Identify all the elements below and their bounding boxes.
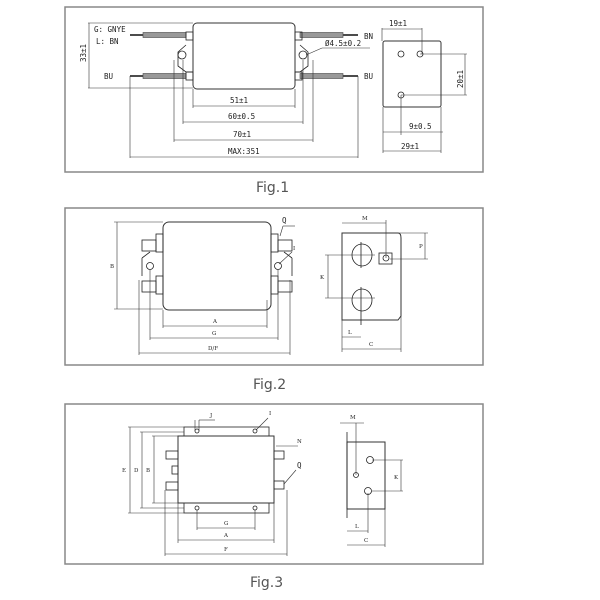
dim-51: 51±1	[230, 96, 248, 105]
dim-max: MAX:351	[228, 147, 260, 156]
label-bu-right: BU	[364, 72, 373, 81]
dim-e: E	[122, 468, 126, 474]
dim-side-19: 19±1	[389, 19, 407, 28]
label-j: J	[209, 413, 212, 419]
label-i: I	[293, 246, 295, 252]
label-bu-left: BU	[104, 72, 113, 81]
filter-body	[177, 435, 275, 504]
dim-c: C	[364, 538, 368, 544]
wire-legend-l: L: BN	[96, 37, 119, 46]
wire-legend-g: G: GNYE	[94, 25, 126, 34]
side-view	[382, 40, 442, 108]
label-q: Q	[282, 216, 287, 225]
dim-k: K	[320, 275, 325, 281]
dim-l: L	[355, 524, 359, 530]
fig3-drawing: E D B J I N Q G A F M K L C Fig.3	[64, 403, 484, 591]
dim-b: B	[146, 468, 150, 474]
dim-b: B	[110, 264, 114, 270]
dim-g: G	[224, 521, 228, 527]
dim-side-29: 29±1	[401, 142, 419, 151]
dim-height: 33±1	[79, 44, 88, 62]
fig2-drawing: B Q I A G D/F M P K L C Fig.2	[64, 207, 484, 393]
label-q: Q	[297, 461, 302, 470]
dim-d: D	[134, 468, 139, 474]
filter-body	[162, 221, 272, 311]
dim-p: P	[419, 244, 423, 250]
label-bn: BN	[364, 32, 373, 41]
dim-a: A	[212, 319, 218, 325]
label-n: N	[297, 439, 302, 445]
dim-60: 60±0.5	[228, 112, 255, 121]
dim-g: G	[212, 331, 216, 337]
dim-side-20: 20±1	[456, 70, 465, 88]
dim-a: A	[223, 533, 229, 539]
dim-c: C	[369, 342, 373, 348]
dim-k: K	[394, 475, 399, 481]
fig1-caption: Fig.1	[256, 180, 289, 196]
fig3-caption: Fig.3	[250, 575, 283, 591]
fig2-caption: Fig.2	[253, 377, 286, 393]
dim-f: F	[224, 547, 228, 553]
dim-m: M	[350, 415, 356, 421]
side-view	[346, 441, 386, 510]
dim-hole: Ø4.5±0.2	[325, 39, 361, 48]
dim-side-9: 9±0.5	[409, 122, 432, 131]
side-view	[341, 232, 402, 321]
dim-m: M	[362, 216, 368, 222]
fig2-frame	[64, 207, 484, 366]
dim-df: D/F	[208, 346, 218, 352]
fig1-drawing: 33±1 G: GNYE L: BN BU BN BU Ø4.5±0.2 51±…	[64, 6, 484, 196]
label-i: I	[269, 411, 271, 417]
dim-l: L	[348, 330, 352, 336]
dim-70: 70±1	[233, 130, 251, 139]
filter-body	[192, 22, 296, 90]
